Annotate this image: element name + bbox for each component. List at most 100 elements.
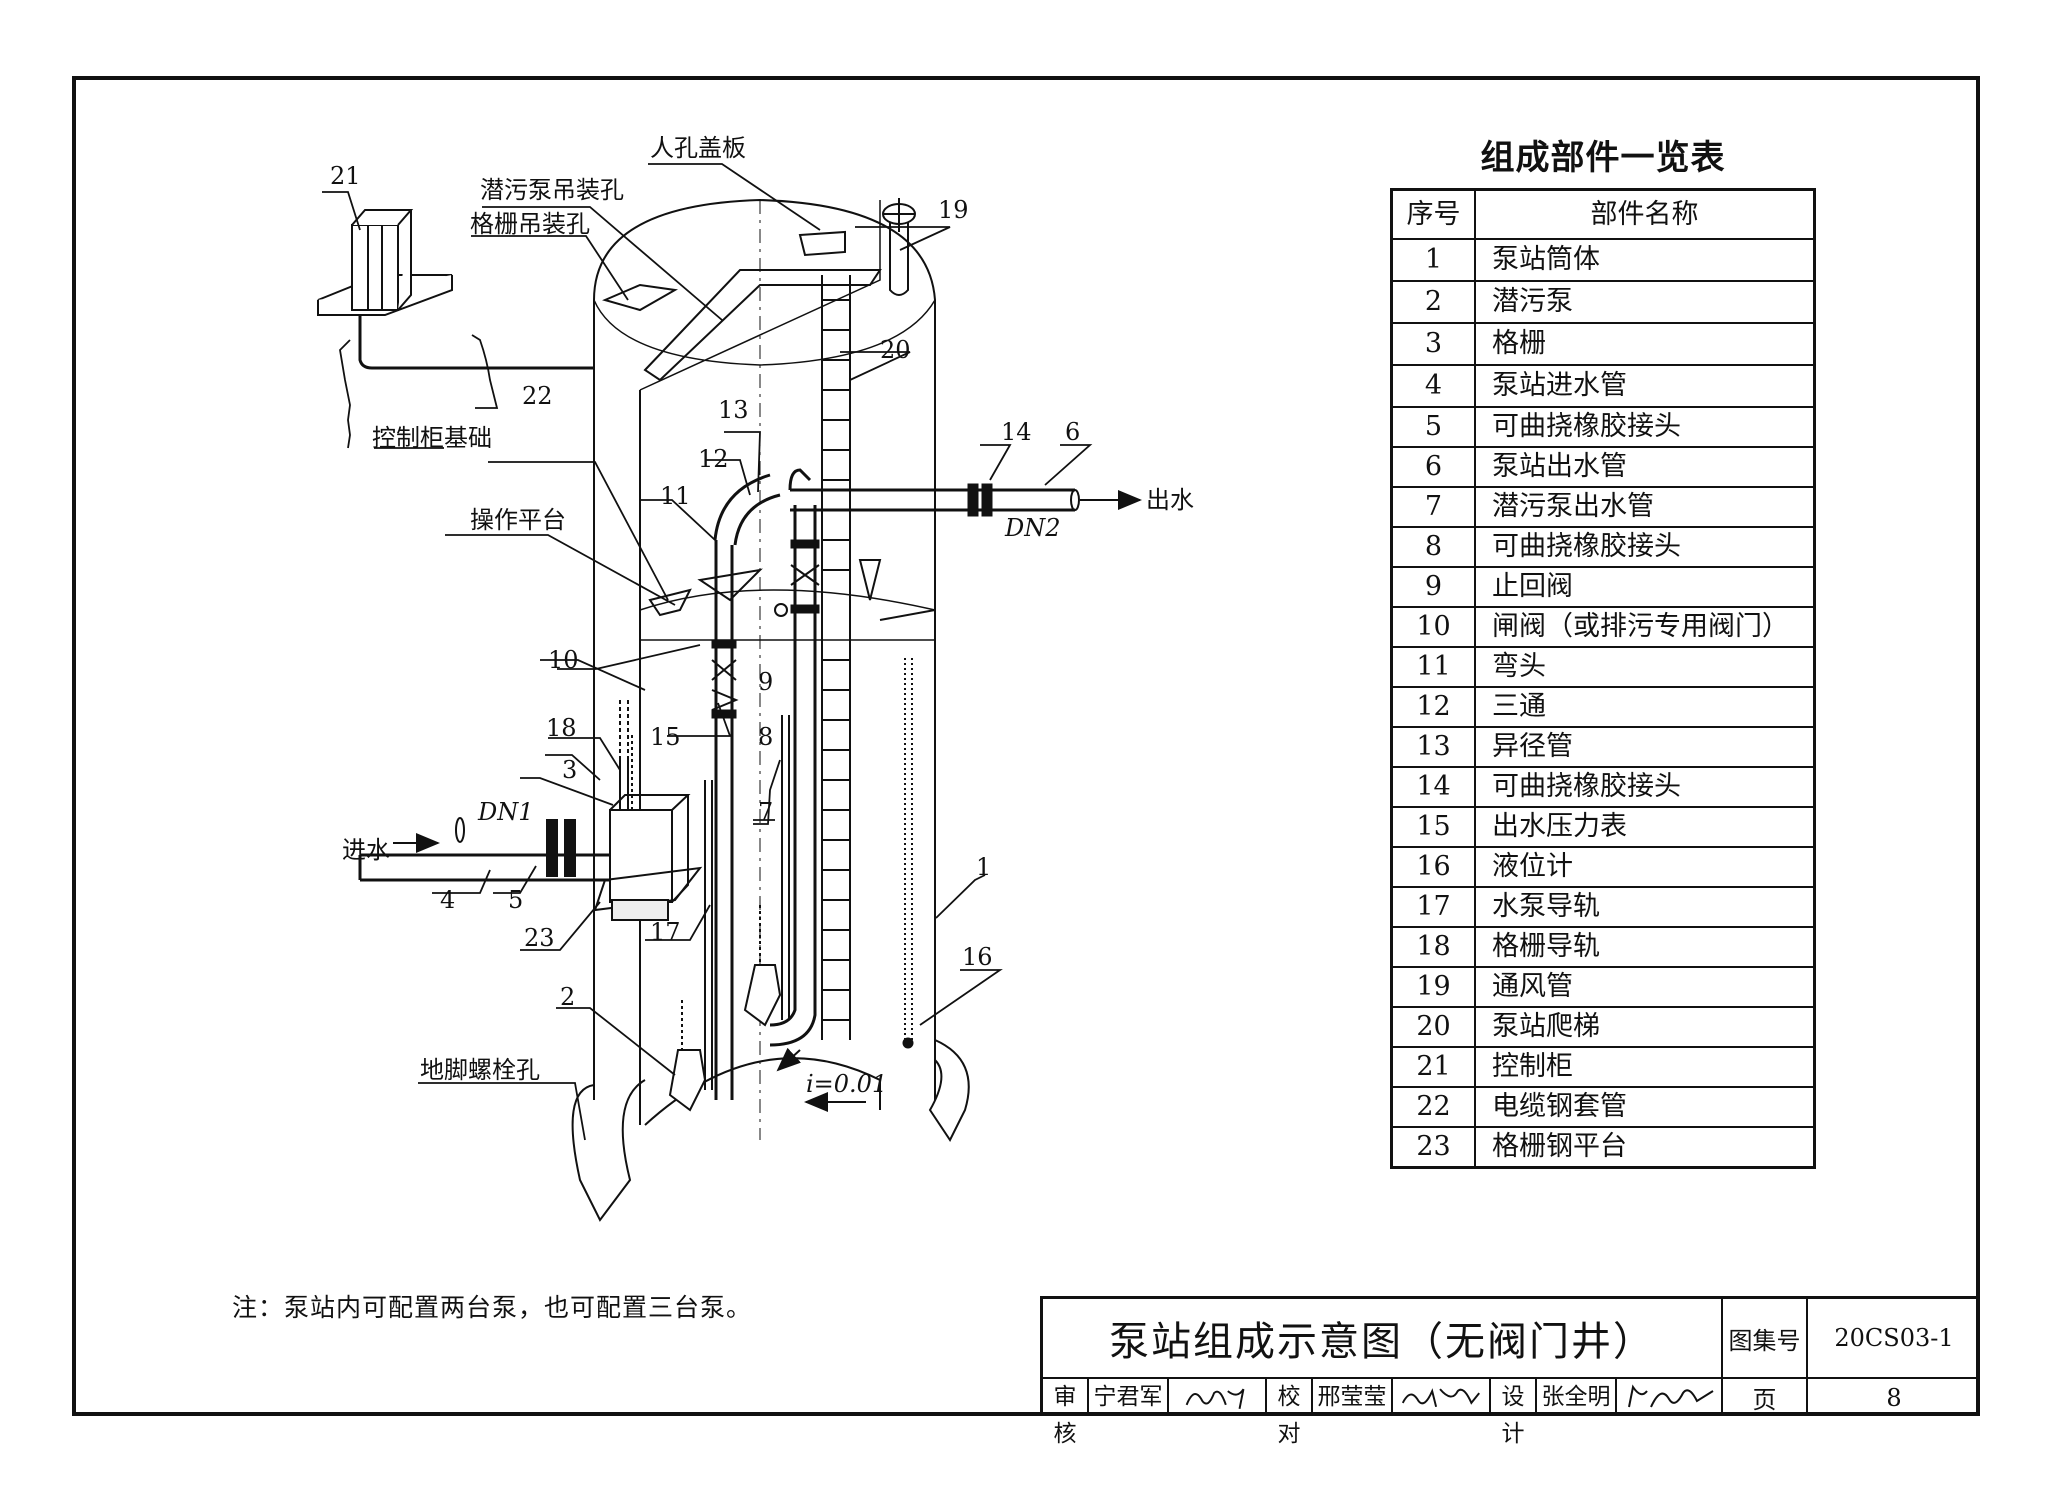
callout-16: 16 (962, 943, 993, 971)
part-number: 1 (1390, 238, 1476, 282)
drawing-title: 泵站组成示意图（无阀门井） (1043, 1299, 1723, 1379)
part-number: 11 (1390, 646, 1476, 688)
designer-name: 张全明 (1537, 1379, 1617, 1416)
label-dn1: DN1 (477, 798, 534, 826)
part-number: 23 (1390, 1126, 1476, 1169)
part-name: 异径管 (1474, 726, 1816, 768)
control-cabinet (317, 209, 594, 370)
label-outlet: 出水 (1146, 486, 1194, 514)
part-name: 格栅 (1474, 322, 1816, 366)
label-anchor-hole: 地脚螺栓孔 (420, 1056, 540, 1084)
callout-2: 2 (560, 983, 575, 1011)
part-name: 潜污泵 (1474, 280, 1816, 324)
callout-10: 10 (548, 646, 579, 674)
part-name: 可曲挠橡胶接头 (1474, 526, 1816, 568)
label-slope: i=0.01 (806, 1070, 887, 1098)
callout-14: 14 (1001, 418, 1032, 446)
label-control-base: 控制柜基础 (372, 424, 492, 452)
part-name: 泵站出水管 (1474, 446, 1816, 488)
page-label: 页 (1723, 1379, 1808, 1416)
callout-15: 15 (650, 723, 681, 751)
part-number: 16 (1390, 846, 1476, 888)
callout-3: 3 (562, 756, 577, 784)
part-name: 控制柜 (1474, 1046, 1816, 1088)
part-name: 格栅导轨 (1474, 926, 1816, 968)
checker-name: 邢莹莹 (1313, 1379, 1393, 1416)
part-name: 通风管 (1474, 966, 1816, 1008)
part-number: 18 (1390, 926, 1476, 968)
callout-8: 8 (758, 723, 773, 751)
part-number: 10 (1390, 606, 1476, 648)
title-block: 泵站组成示意图（无阀门井） 图集号 20CS03-1 审核 宁君军 校对 邢莹莹… (1040, 1296, 1980, 1447)
label-dn2: DN2 (1004, 514, 1061, 542)
callout-7: 7 (758, 798, 773, 826)
part-number: 17 (1390, 886, 1476, 928)
drawing-frame (72, 76, 1980, 1416)
atlas-number-label: 图集号 (1723, 1299, 1808, 1379)
part-name: 泵站进水管 (1474, 364, 1816, 408)
callout-22: 22 (522, 382, 553, 410)
reviewer-signature (1185, 1379, 1267, 1416)
review-label: 审核 (1043, 1379, 1089, 1447)
part-number: 14 (1390, 766, 1476, 808)
leader-lines (322, 163, 1093, 1141)
note-text: 注：泵站内可配置两台泵，也可配置三台泵。 (232, 1293, 753, 1322)
label-screen-lift-hole: 格栅吊装孔 (470, 210, 590, 238)
header-name: 部件名称 (1474, 188, 1816, 240)
design-label: 设计 (1491, 1379, 1537, 1447)
parts-table-header: 序号 部件名称 (1390, 188, 1816, 240)
callout-17: 17 (650, 918, 681, 946)
part-name: 潜污泵出水管 (1474, 486, 1816, 528)
part-number: 8 (1390, 526, 1476, 568)
part-name: 弯头 (1474, 646, 1816, 688)
callout-9: 9 (758, 668, 773, 696)
callout-21: 21 (330, 162, 361, 190)
part-number: 15 (1390, 806, 1476, 848)
part-name: 格栅钢平台 (1474, 1126, 1816, 1169)
designer-signature (1628, 1384, 1714, 1408)
part-name: 泵站爬梯 (1474, 1006, 1816, 1048)
part-number: 22 (1390, 1086, 1476, 1128)
part-number: 7 (1390, 486, 1476, 528)
part-number: 2 (1390, 280, 1476, 324)
callout-numbers: 1 2 3 4 5 6 7 8 9 10 11 12 13 14 15 16 1… (330, 162, 1080, 1011)
part-number: 3 (1390, 322, 1476, 366)
callout-18: 18 (546, 714, 577, 742)
part-name: 泵站筒体 (1474, 238, 1816, 282)
part-number: 20 (1390, 1006, 1476, 1048)
part-name: 止回阀 (1474, 566, 1816, 608)
part-name: 出水压力表 (1474, 806, 1816, 848)
part-number: 6 (1390, 446, 1476, 488)
submersible-pumps (668, 905, 782, 1112)
callout-12: 12 (698, 445, 729, 473)
page-number: 8 (1886, 1383, 1902, 1412)
callout-13: 13 (718, 396, 749, 424)
part-name: 可曲挠橡胶接头 (1474, 766, 1816, 808)
part-number: 12 (1390, 686, 1476, 728)
part-name: 水泵导轨 (1474, 886, 1816, 928)
label-platform: 操作平台 (470, 506, 566, 534)
part-name: 闸阀（或排污专用阀门） (1474, 606, 1816, 648)
callout-6: 6 (1065, 418, 1080, 446)
ladder (821, 275, 851, 1040)
part-number: 21 (1390, 1046, 1476, 1088)
callout-20: 20 (880, 336, 911, 364)
label-pump-lift-hole: 潜污泵吊装孔 (480, 176, 624, 204)
